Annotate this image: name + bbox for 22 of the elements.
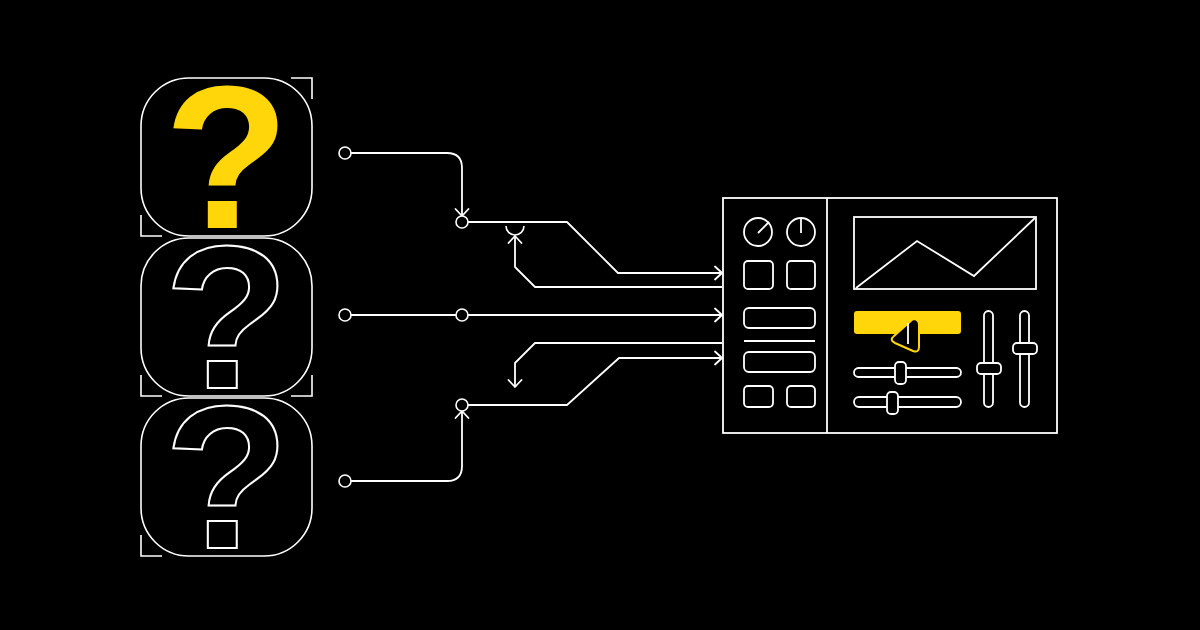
arrow	[507, 342, 723, 388]
arrow	[507, 235, 723, 288]
control-panel-illustration	[722, 197, 1058, 434]
arrow	[467, 307, 723, 323]
question-mark: ?	[163, 397, 290, 557]
connection-dot	[455, 308, 469, 322]
connection-dot	[338, 474, 352, 488]
question-card	[140, 77, 313, 237]
connection-dot	[455, 215, 469, 229]
socket-arc	[505, 225, 525, 236]
connection-dot	[338, 308, 352, 322]
arrow	[467, 350, 723, 406]
question-mark: ?	[163, 237, 290, 397]
connection-dot	[338, 146, 352, 160]
arrow	[467, 221, 723, 281]
arrow	[350, 410, 470, 482]
connector-line	[350, 314, 457, 316]
connection-dot	[455, 398, 469, 412]
question-card	[140, 237, 313, 397]
question-mark: ?	[163, 77, 290, 237]
arrow	[350, 152, 470, 217]
question-card	[140, 397, 313, 557]
